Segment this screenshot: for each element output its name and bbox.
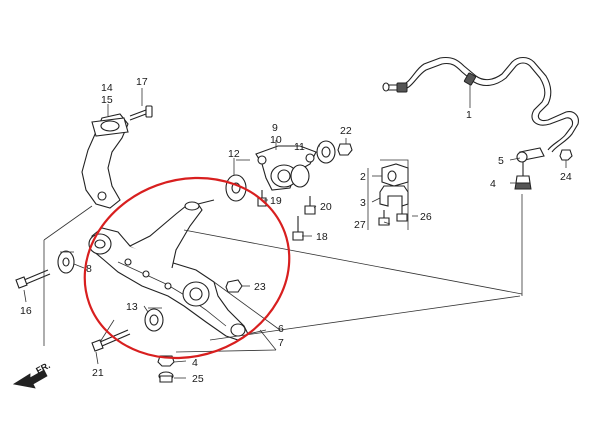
front-label: FR. [34, 360, 51, 376]
callout-9: 9 [272, 122, 278, 134]
stabilizer-link [514, 147, 545, 190]
callout-22: 22 [340, 125, 352, 137]
bushing-13 [144, 307, 164, 332]
nut-24 [559, 149, 573, 161]
callout-13: 13 [126, 301, 138, 313]
callout-19: 19 [270, 195, 282, 207]
bolt-18 [292, 216, 304, 241]
washer-25 [158, 371, 174, 383]
nut-23 [225, 279, 243, 293]
compliance-bracket [255, 145, 317, 191]
callout-16: 16 [20, 305, 32, 317]
callout-17: 17 [136, 76, 148, 88]
stabilizer-bar [382, 56, 579, 153]
steering-knuckle [81, 113, 129, 209]
bushing-12 [225, 174, 247, 202]
bolt-20 [304, 196, 316, 215]
bolt-26 [396, 206, 408, 222]
callout-1: 1 [466, 109, 472, 121]
bolt-21 [91, 329, 131, 352]
callout-18: 18 [316, 231, 328, 243]
callout-25: 25 [192, 373, 204, 385]
callout-11: 11 [294, 141, 305, 153]
bolt-17 [129, 105, 153, 121]
highlight-circle [83, 176, 291, 360]
stabilizer-holder [379, 185, 409, 207]
callout-5: 5 [498, 155, 504, 167]
callout-12: 12 [228, 148, 240, 160]
callout-4-lower: 4 [192, 357, 198, 369]
callout-14: 14 [101, 82, 113, 94]
front-direction-indicator: FR. [12, 360, 52, 389]
callouts: 1 2 3 4 4 5 6 7 8 9 10 11 12 13 14 15 16… [20, 76, 572, 385]
callout-27: 27 [354, 219, 366, 231]
callout-7: 7 [278, 337, 284, 349]
callout-21: 21 [92, 367, 104, 379]
callout-3: 3 [360, 197, 366, 209]
front-arrow-icon [12, 369, 48, 389]
callout-20: 20 [320, 201, 332, 213]
callout-10: 10 [270, 134, 282, 146]
callout-26: 26 [420, 211, 432, 223]
subframe-outline [43, 159, 523, 353]
lower-control-arm [88, 199, 249, 341]
callout-23: 23 [254, 281, 266, 293]
bolt-16 [15, 269, 51, 289]
callout-8: 8 [86, 263, 92, 275]
nut-22 [337, 143, 353, 156]
callout-24: 24 [560, 171, 572, 183]
stabilizer-bushing [381, 163, 409, 187]
callout-6: 6 [278, 323, 284, 335]
bushing-11 [316, 140, 336, 164]
bushing-8 [57, 250, 75, 274]
callout-15: 15 [101, 94, 113, 106]
callout-4-right: 4 [490, 178, 496, 190]
callout-2: 2 [360, 171, 366, 183]
